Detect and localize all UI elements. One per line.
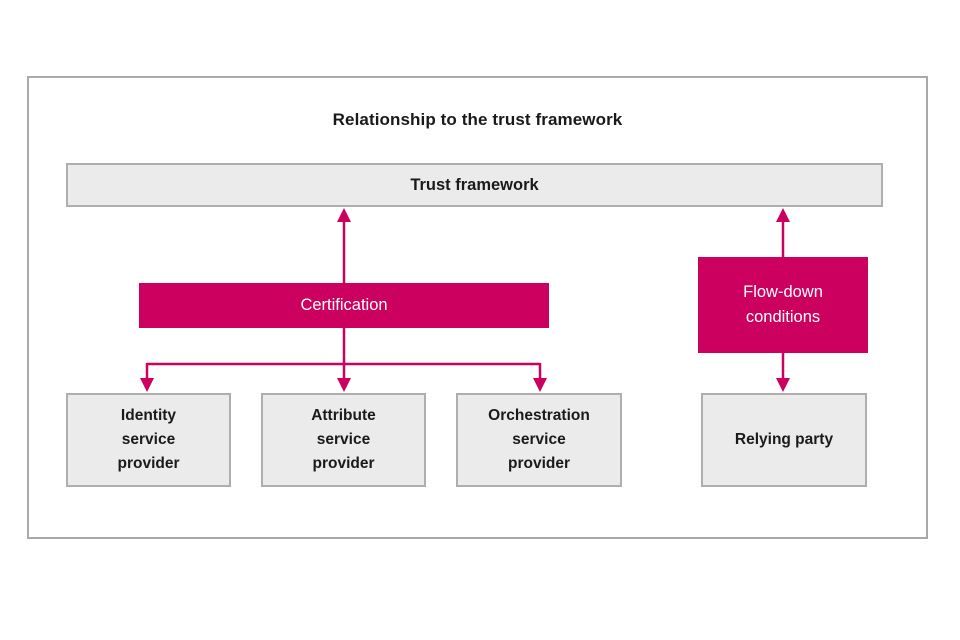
orchestration-service-provider-box: Orchestration service provider xyxy=(456,393,622,487)
orchestration-service-provider-label: Orchestration service provider xyxy=(488,407,590,472)
attribute-service-provider-box: Attribute service provider xyxy=(261,393,426,487)
trust-framework-box: Trust framework xyxy=(66,163,883,207)
diagram-title: Relationship to the trust framework xyxy=(332,110,623,129)
relying-party-box: Relying party xyxy=(701,393,867,487)
flow-down-conditions-label: Flow-down conditions xyxy=(743,283,823,326)
trust-framework-label: Trust framework xyxy=(410,175,539,194)
certification-label: Certification xyxy=(300,296,388,314)
certification-box: Certification xyxy=(139,283,549,328)
identity-service-provider-label: Identity service provider xyxy=(117,407,180,472)
attribute-service-provider-label: Attribute service provider xyxy=(311,407,376,472)
identity-service-provider-box: Identity service provider xyxy=(66,393,231,487)
relying-party-label: Relying party xyxy=(734,431,834,448)
flow-down-conditions-box: Flow-down conditions xyxy=(698,257,868,353)
